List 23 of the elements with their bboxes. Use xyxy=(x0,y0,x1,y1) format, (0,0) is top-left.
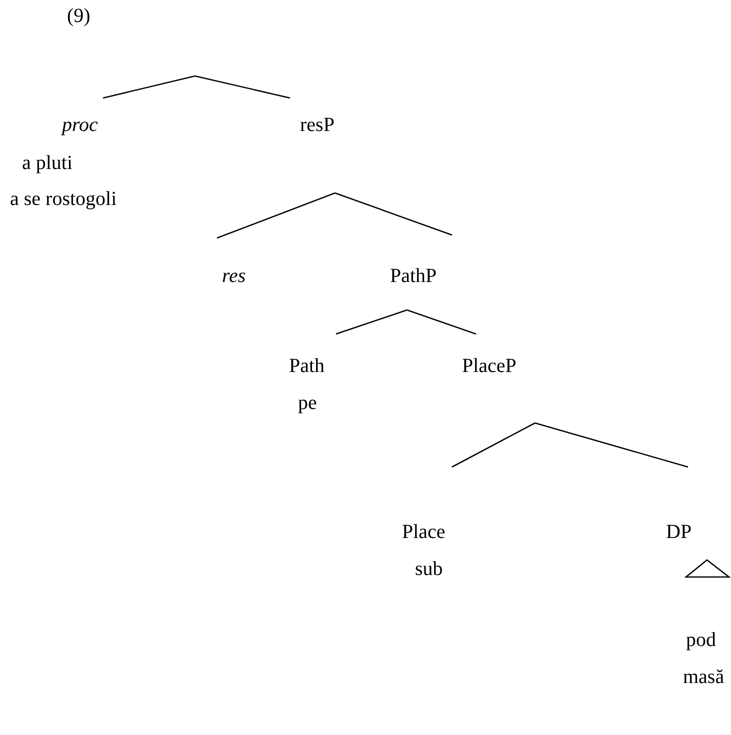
branch-line xyxy=(334,192,452,236)
category-label: PathP xyxy=(390,265,437,287)
gloss-text: pod xyxy=(686,629,716,651)
category-label: res xyxy=(222,265,246,287)
category-label: resP xyxy=(300,114,334,136)
category-label: Place xyxy=(402,521,446,543)
example-number: (9) xyxy=(67,5,90,27)
branch-line xyxy=(216,192,336,239)
branch-line xyxy=(534,422,688,468)
gloss-text: sub xyxy=(415,558,443,580)
branch-line xyxy=(406,309,476,335)
branch-line xyxy=(194,75,290,99)
gloss-text: pe xyxy=(298,392,317,414)
category-label: proc xyxy=(62,114,98,136)
category-label: PlaceP xyxy=(462,355,516,377)
branch-line xyxy=(102,75,196,99)
gloss-text: masă xyxy=(683,666,724,688)
gloss-text: a pluti xyxy=(22,152,73,174)
branch-line xyxy=(336,309,408,335)
category-label: Path xyxy=(289,355,325,377)
branch-line xyxy=(452,422,536,468)
gloss-text: a se rostogoli xyxy=(10,188,117,210)
category-label: DP xyxy=(666,521,692,543)
